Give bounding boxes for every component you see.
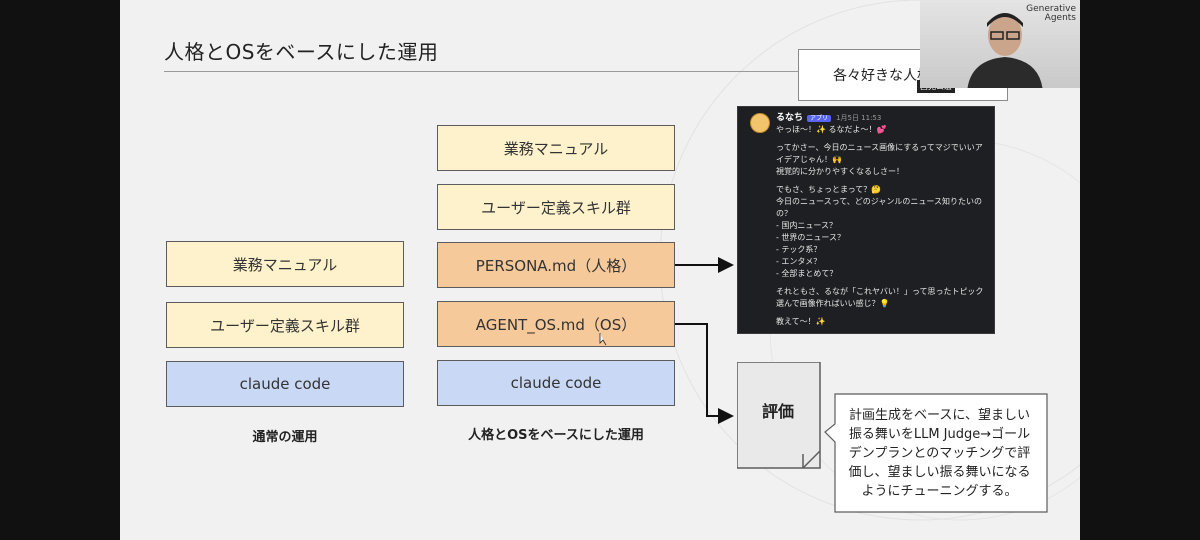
chat-line: でもさ、ちょっとまって？🤔 (776, 185, 882, 194)
chat-line: 教えて〜！✨ (776, 317, 826, 326)
chat-line: それともさ、るなが「これヤバい！」って思ったトピック (776, 287, 984, 296)
evaluation-document-shape (737, 362, 1048, 513)
presenter-webcam: Generative Agents (920, 0, 1080, 88)
chat-line: ってかさー、今日のニュース画像にするってマジでいいア (776, 143, 983, 152)
chat-author: るなち (776, 113, 804, 123)
callout-line: 価し、望ましい振る舞いになる (848, 465, 1031, 480)
callout-line: 計画生成をベースに、望ましい (849, 408, 1030, 423)
right-claude-code-box: claude code (437, 360, 675, 406)
right-skills-box: ユーザー定義スキル群 (437, 184, 675, 230)
app-badge: アプリ (807, 115, 832, 122)
title-divider (164, 71, 1044, 72)
chat-line: 今日のニュースって、どのジャンルのニュース知りたいの (776, 197, 982, 206)
chat-line: イデアじゃん！🙌 (776, 155, 842, 164)
presentation-slide: 人格とOSをベースにした運用 業務マニュアル ユーザー定義スキル群 claude… (120, 0, 1080, 540)
chat-line: - 世界のニュース？ (776, 233, 846, 242)
left-caption: 通常の運用 (252, 430, 318, 445)
left-skills-box: ユーザー定義スキル群 (166, 302, 404, 348)
left-manual-box: 業務マニュアル (166, 241, 404, 287)
callout-line: ようにチューニングする。 (861, 484, 1018, 499)
presenter-silhouette (967, 13, 1043, 88)
chat-line: - 国内ニュース？ (776, 221, 838, 230)
slide-title: 人格とOSをベースにした運用 (164, 40, 439, 64)
agent-os-box: AGENT_OS.md（OS） (437, 301, 675, 347)
chat-timestamp: 1月5日 11:53 (836, 114, 882, 122)
right-manual-box: 業務マニュアル (437, 125, 675, 171)
right-caption: 人格とOSをベースにした運用 (468, 428, 644, 443)
chat-screenshot: るなちアプリ 1月5日 11:53 やっほ〜！✨ るなだよ〜！💕 ってかさー、今日… (737, 106, 995, 334)
chat-line: - エンタメ？ (776, 257, 822, 266)
callout-line: 振る舞いをLLM Judge→ゴール (848, 427, 1031, 442)
left-claude-code-box: claude code (166, 361, 404, 407)
callout-line: デンプランとのマッチングで評 (848, 446, 1031, 461)
evaluation-label: 評価 (761, 402, 794, 421)
evaluation-callout: 計画生成をベースに、望ましい 振る舞いをLLM Judge→ゴール デンプランと… (836, 406, 1043, 501)
chat-line: 選んで画像作ればいい感じ？💡 (776, 299, 890, 308)
chat-header: るなちアプリ 1月5日 11:53 (776, 112, 881, 125)
callout-box (824, 393, 1048, 513)
chat-line: やっほ〜！✨ るなだよ〜！💕 (776, 125, 887, 134)
chat-line: - テック系？ (776, 245, 822, 254)
chat-line: の？ (776, 209, 792, 218)
persona-box: PERSONA.md（人格） (437, 242, 675, 288)
chat-line: - 全部まとめて？ (776, 269, 838, 278)
anime-avatar-icon (750, 113, 770, 133)
generative-agents-logo: Generative Agents (1026, 4, 1076, 23)
chat-line: 視覚的に分かりやすくなるしさー！ (776, 167, 904, 176)
chat-message: やっほ〜！✨ るなだよ〜！💕 ってかさー、今日のニュース画像にするってマジでいい… (776, 124, 992, 328)
